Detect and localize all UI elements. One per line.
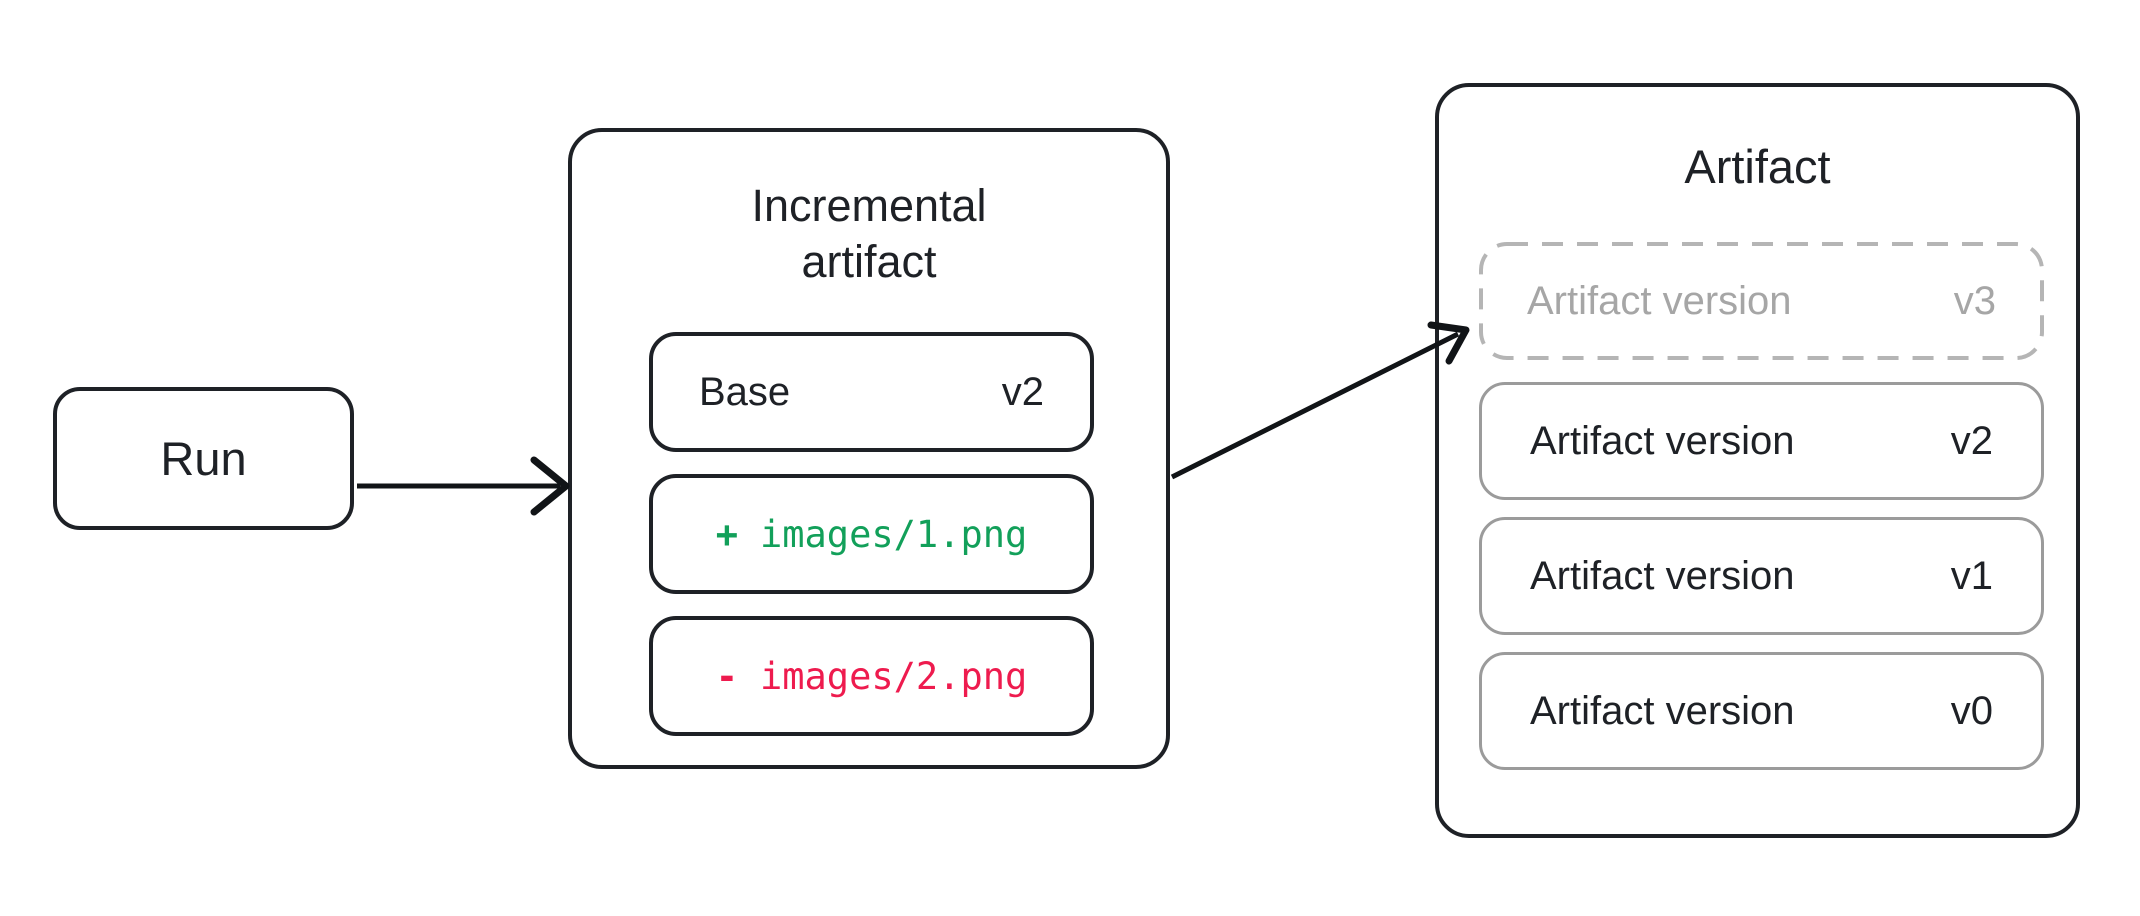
minus-icon: - [715,654,738,698]
run-node: Run [53,387,354,530]
artifact-version-label: Artifact version [1530,418,1795,463]
added-file-path: images/1.png [759,512,1028,556]
arrow-incremental-to-artifact-icon [1170,321,1470,480]
incremental-artifact-title: Incremental artifact [572,178,1166,290]
artifact-version-label: Artifact version [1530,553,1795,598]
incremental-title-line-1: Incremental [751,180,987,231]
artifact-version-badge: v3 [1953,278,1996,323]
artifact-version-row-pending: Artifact version v3 [1479,242,2044,360]
artifact-title: Artifact [1684,140,1831,193]
arrow-run-to-incremental-icon [357,456,570,516]
incremental-artifact-node: Incremental artifact Base v2 + images/1.… [568,128,1170,769]
removed-file-path: images/2.png [759,654,1028,698]
base-version-row: Base v2 [649,332,1094,452]
artifact-version-label: Artifact version [1527,278,1792,323]
artifact-version-label: Artifact version [1530,688,1795,733]
added-file-row: + images/1.png [649,474,1094,594]
artifact-version-badge: v1 [1950,553,1993,598]
artifact-version-badge: v0 [1950,688,1993,733]
artifact-version-row: Artifact version v0 [1479,652,2044,770]
artifact-version-badge: v2 [1950,418,1993,463]
plus-icon: + [715,512,738,556]
artifact-version-row: Artifact version v1 [1479,517,2044,635]
artifact-node: Artifact Artifact version v3 Artifact ve… [1435,83,2080,838]
base-label: Base [699,369,791,414]
removed-file-row: - images/2.png [649,616,1094,736]
artifact-version-row: Artifact version v2 [1479,382,2044,500]
run-label: Run [160,432,247,485]
incremental-title-line-2: artifact [801,236,937,287]
base-version-badge: v2 [1001,369,1044,414]
